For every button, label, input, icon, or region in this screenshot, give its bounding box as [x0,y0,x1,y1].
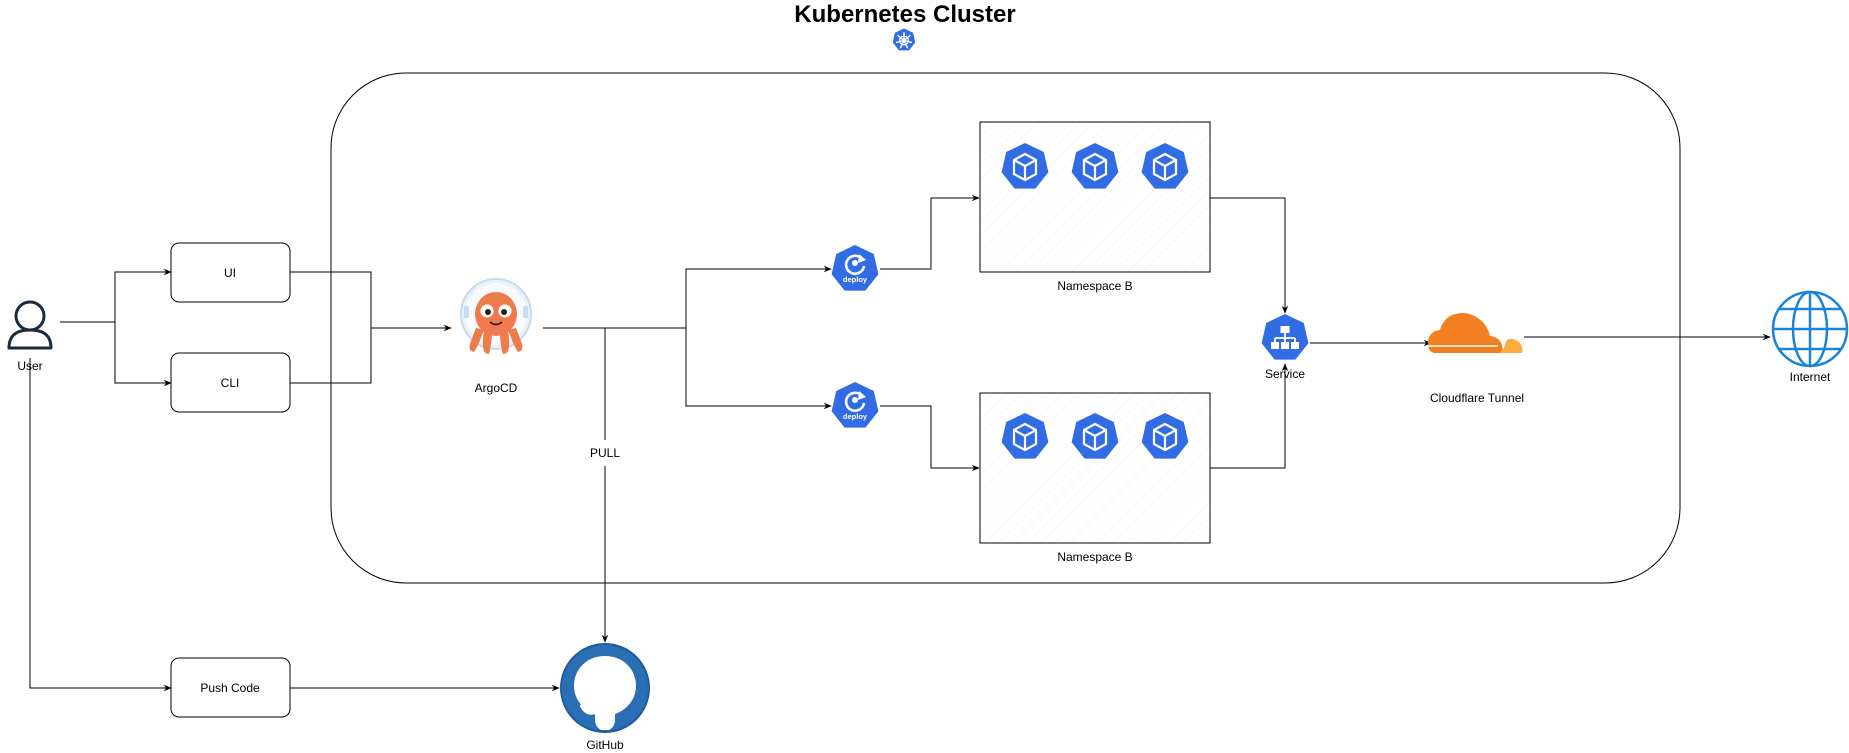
k8s-deploy-icon: deploy [831,382,879,428]
internet-node: Internet [1771,290,1849,384]
cloudflare-node: Cloudflare Tunnel [1428,313,1524,405]
namespace-top-node: Namespace B [979,121,1211,293]
edge-deploy-namespace-top [880,194,980,270]
github-icon [560,643,650,733]
namespace-bottom-node: Namespace B [979,392,1211,564]
k8s-service-icon [1261,314,1309,360]
globe-icon [1771,290,1849,368]
argocd-node: ArgoCD [460,278,532,395]
edge-user-push-code [29,358,172,692]
cloudflare-label: Cloudflare Tunnel [1430,391,1524,405]
edge-user-ui [60,268,172,323]
edge-deploy-namespace-bottom [880,405,980,472]
push-code-label: Push Code [200,681,260,695]
namespace-bottom-label: Namespace B [1057,550,1132,564]
push-code-node[interactable]: Push Code [170,657,291,718]
cloudflare-icon [1428,313,1523,353]
edge-namespace-bottom-service [1210,363,1289,469]
deploy-top-text: deploy [843,275,868,284]
cluster-title: Kubernetes Cluster [794,1,1015,28]
service-label: Service [1265,367,1305,381]
argocd-octopus-icon [460,278,532,354]
ui-label: UI [224,266,236,280]
github-label: GitHub [586,738,624,752]
internet-label: Internet [1790,370,1831,384]
deploy-bottom-text: deploy [843,412,868,421]
user-label: User [17,359,42,373]
namespace-top-label: Namespace B [1057,279,1132,293]
edge-ui-argocd [290,271,452,332]
deploy-top-node: deploy [831,245,879,291]
edge-cli-argocd [290,328,372,384]
deploy-bottom-node: deploy [831,382,879,428]
kubernetes-cluster-boundary [330,72,1681,584]
edge-argocd-deploy-top [543,265,832,329]
edge-user-cli [114,322,172,387]
cli-label: CLI [221,376,240,390]
edge-argocd-deploy-bottom [685,328,832,410]
user-icon [7,300,53,350]
edges [29,194,1771,692]
k8s-deploy-icon: deploy [831,245,879,291]
cli-node[interactable]: CLI [170,352,291,413]
argocd-label: ArgoCD [475,381,518,395]
user-node: User [7,300,53,373]
ui-node[interactable]: UI [170,242,291,303]
github-node: GitHub [560,643,650,752]
kubernetes-logo-icon [892,28,916,51]
edge-namespace-top-service [1210,197,1289,314]
edge-label-pull: PULL [590,446,620,460]
service-node: Service [1261,314,1309,381]
